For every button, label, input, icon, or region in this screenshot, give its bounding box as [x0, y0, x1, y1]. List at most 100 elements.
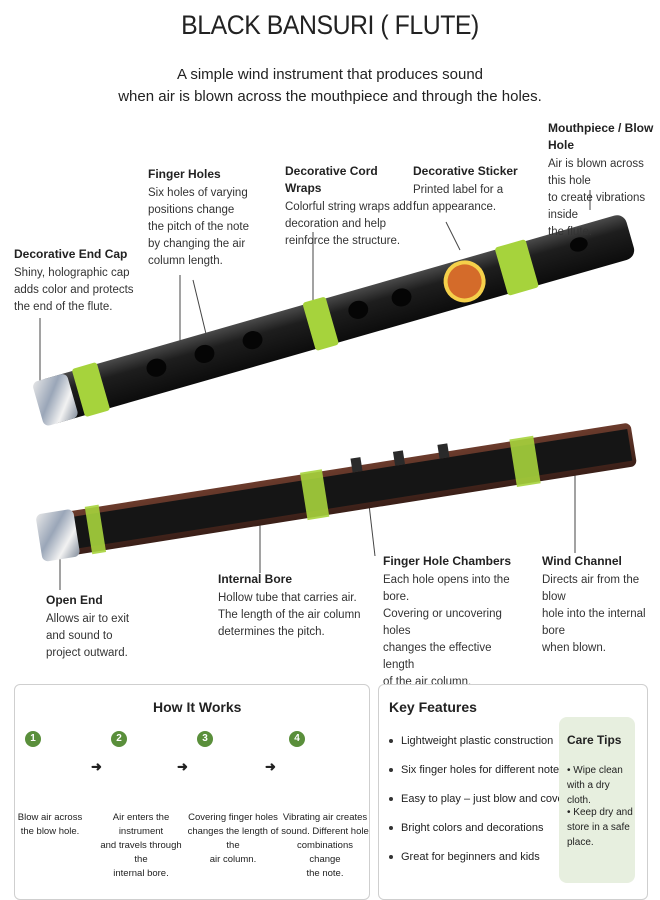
label-wind-channel: Wind Channel Directs air from the blow h… [542, 553, 654, 657]
step-line: and travels through the [100, 840, 182, 865]
subtitle-line-2: when air is blown across the mouthpiece … [118, 88, 542, 105]
flute-end-cap [33, 374, 78, 426]
care-tip-text: Wipe clean with a dry cloth. [567, 765, 623, 806]
step-4-text: Vibrating air creates sound. Different h… [281, 811, 369, 881]
end-cap-title: Decorative End Cap [14, 247, 128, 261]
cord-wraps-title: Decorative Cord Wraps [285, 164, 378, 195]
cord-wraps-line: Colorful string wraps add [285, 201, 413, 213]
chambers-line: Covering or uncovering holes [383, 608, 502, 637]
internal-bore-line: Hollow tube that carries air. [218, 592, 357, 604]
label-finger-holes: Finger Holes Six holes of varying positi… [148, 166, 268, 270]
step-line: Covering finger holes [188, 812, 278, 823]
chamber-2 [392, 450, 406, 466]
finger-holes-line: the pitch of the note [148, 221, 250, 233]
wind-channel-line: hole into the internal bore [542, 608, 646, 637]
step-line: combinations change [297, 840, 353, 865]
label-internal-bore: Internal Bore Hollow tube that carries a… [218, 571, 368, 641]
feature-text: Great for beginners and kids [401, 851, 540, 863]
label-end-cap: Decorative End Cap Shiny, holographic ca… [14, 246, 144, 316]
leader-finger-holes-2 [192, 279, 208, 339]
step-line: air column. [209, 854, 257, 865]
open-end-line: Allows air to exit [46, 613, 130, 625]
step-line: the blow hole. [20, 826, 80, 837]
finger-hole-3 [242, 331, 263, 350]
feature-item: Bright colors and decorations [389, 822, 543, 834]
decorative-sticker [443, 260, 486, 303]
chambers-line: changes the effective length [383, 642, 492, 671]
bullet-icon [389, 826, 393, 831]
wind-channel-title: Wind Channel [542, 554, 622, 568]
chamber-3 [437, 443, 450, 459]
mouthpiece-line: to create vibrations inside [548, 192, 646, 221]
label-cord-wraps: Decorative Cord Wraps Colorful string wr… [285, 163, 415, 250]
step-2-text: Air enters the instrument and travels th… [95, 811, 187, 881]
step-arrow: ➜ [177, 759, 188, 774]
leader-chambers [364, 469, 376, 557]
end-cap-line: the end of the flute. [14, 301, 113, 313]
step-line: changes the length of the [187, 826, 279, 851]
step-1-badge: 1 [25, 731, 41, 747]
bullet-icon [389, 797, 393, 802]
finger-holes-line: column length. [148, 255, 223, 267]
page-subtitle: A simple wind instrument that produces s… [90, 64, 570, 108]
cutaway-bore [64, 428, 633, 550]
cutaway-cord-1 [84, 504, 107, 555]
feature-text: Lightweight plastic construction [401, 735, 554, 747]
feature-item: Six finger holes for different notes [389, 764, 565, 776]
label-open-end: Open End Allows air to exit and sound to… [46, 592, 146, 662]
cutaway-cord-3 [509, 435, 541, 487]
cord-wrap-1 [72, 362, 110, 417]
step-arrow: ➜ [91, 759, 102, 774]
finger-holes-line: positions change [148, 204, 235, 216]
care-tip-text: Keep dry and store in a safe place. [567, 807, 633, 848]
feature-item: Great for beginners and kids [389, 851, 540, 863]
feature-text: Bright colors and decorations [401, 822, 544, 834]
finger-hole-2 [194, 344, 215, 363]
step-2-badge: 2 [111, 731, 127, 747]
label-sticker: Decorative Sticker Printed label for a f… [413, 163, 533, 216]
mouthpiece-title: Mouthpiece / Blow Hole [548, 121, 654, 152]
chambers-line: Each hole opens into the bore. [383, 574, 510, 603]
cord-wraps-line: reinforce the structure. [285, 235, 401, 247]
bullet-icon [389, 768, 393, 773]
end-cap-line: adds color and protects [14, 284, 134, 296]
chamber-1 [350, 457, 363, 473]
care-tip-item: • Wipe clean with a dry cloth. [567, 765, 623, 806]
step-1-text: Blow air across the blow hole. [9, 811, 91, 839]
cord-wrap-3 [495, 239, 539, 296]
flute-cutaway [36, 423, 637, 562]
leader-sticker [445, 221, 461, 251]
finger-hole-1 [146, 358, 167, 377]
step-4-badge: 4 [289, 731, 305, 747]
step-line: Vibrating air creates [282, 812, 368, 823]
cutaway-cord-2 [300, 469, 330, 521]
finger-holes-line: Six holes of varying [148, 187, 248, 199]
how-it-works-panel: How It Works 1 2 3 4 ➜ ➜ ➜ Blow air acro… [14, 684, 370, 900]
open-end-line: and sound to [46, 630, 113, 642]
step-line: internal bore. [113, 868, 169, 879]
key-features-panel: Key Features Lightweight plastic constru… [378, 684, 648, 900]
sticker-title: Decorative Sticker [413, 164, 518, 178]
bullet-icon [389, 739, 393, 744]
step-arrow: ➜ [265, 759, 276, 774]
step-line: Air enters the instrument [112, 812, 170, 837]
label-chambers: Finger Hole Chambers Each hole opens int… [383, 553, 523, 691]
step-line: Blow air across [17, 812, 83, 823]
sticker-line: Printed label for a [413, 184, 504, 196]
step-3-text: Covering finger holes changes the length… [187, 811, 279, 867]
cutaway-end-cap [36, 509, 80, 562]
feature-item: Easy to play – just blow and cover holes [389, 793, 597, 805]
care-tips-box: Care Tips • Wipe clean with a dry cloth.… [559, 717, 635, 883]
mouthpiece-line: Air is blown across this hole [548, 158, 644, 187]
how-it-works-title: How It Works [153, 699, 242, 715]
finger-hole-4 [348, 300, 369, 319]
subtitle-line-1: A simple wind instrument that produces s… [177, 66, 483, 83]
step-line: the note. [306, 868, 344, 879]
feature-text: Easy to play – just blow and cover holes [401, 793, 597, 805]
cord-wraps-line: decoration and help [285, 218, 387, 230]
internal-bore-line: determines the pitch. [218, 626, 325, 638]
feature-item: Lightweight plastic construction [389, 735, 553, 747]
cutaway-wall [40, 423, 637, 559]
wind-channel-line: Directs air from the blow [542, 574, 640, 603]
finger-holes-line: by changing the air [148, 238, 246, 250]
